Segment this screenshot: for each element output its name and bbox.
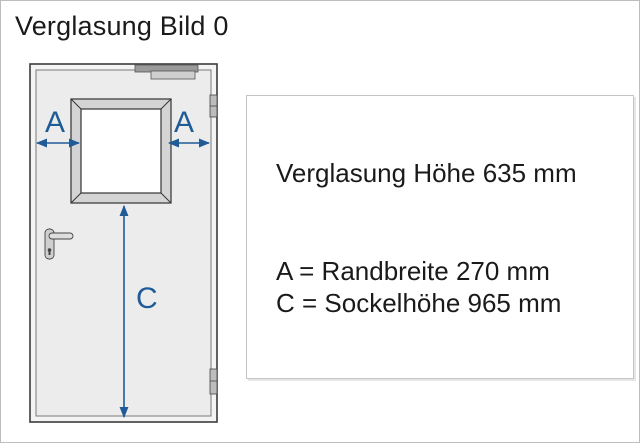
dimension-a-left-label: A <box>45 106 65 139</box>
edge-width-text: A = Randbreite 270 mm <box>276 256 550 286</box>
glazing-window <box>70 98 172 204</box>
glazing-height-text: Verglasung Höhe 635 mm <box>276 158 577 188</box>
dimension-c-label: C <box>136 282 158 315</box>
base-height-text: C = Sockelhöhe 965 mm <box>276 288 562 318</box>
figure-title: Verglasung Bild 0 <box>15 11 229 41</box>
door-handle <box>44 228 74 260</box>
door-closer <box>134 64 199 80</box>
hinge-top <box>209 94 218 118</box>
hinge-bottom <box>209 368 218 395</box>
dimension-a-right-label: A <box>174 106 194 139</box>
dimension-info-box: Verglasung Höhe 635 mm A = Randbreite 27… <box>246 95 634 379</box>
